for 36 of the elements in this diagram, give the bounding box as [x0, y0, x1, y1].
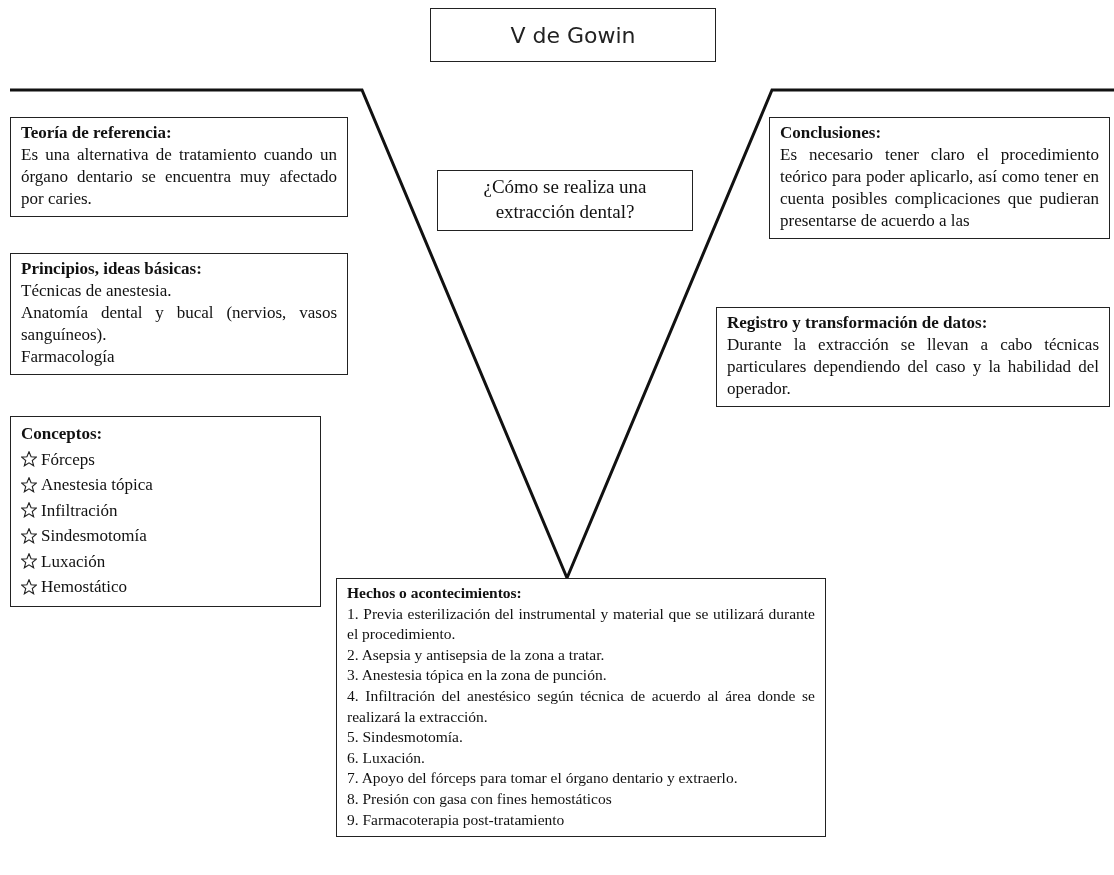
section-heading: Principios, ideas básicas:: [21, 258, 203, 280]
section-heading: Conceptos:: [21, 423, 104, 445]
section-heading: Registro y transformación de datos:: [727, 312, 989, 334]
body-text: Farmacología: [21, 346, 116, 369]
section-heading: Conclusiones:: [780, 122, 883, 144]
body-text: 7. Apoyo del fórceps para tomar el órgano dentario y extraerlo.: [347, 768, 739, 789]
section-box: [10, 253, 348, 376]
concept-item: Fórceps: [41, 448, 95, 471]
concept-item: Hemostático: [41, 576, 127, 598]
concept-item: Sindesmotomía: [41, 525, 147, 547]
section-box: [336, 578, 826, 838]
question-text: ¿Cómo se realiza una extracción dental?: [482, 175, 648, 224]
section-heading: Teoría de referencia:: [21, 122, 173, 144]
concept-item: Anestesia tópica: [41, 474, 153, 496]
body-text: Anatomía dental y bucal (nervios, vasos sanguíneos).: [21, 302, 337, 347]
body-text: Técnicas de anestesia.: [21, 280, 173, 303]
body-text: 5. Sindesmotomía.: [347, 727, 464, 748]
body-text: Es una alternativa de tratamiento cuando un órgano dentario se encuentra muy afectado por caries.: [21, 144, 337, 211]
body-text: 1. Previa esterilización del instrumental y material que se utilizará durante el procedimiento.: [347, 603, 815, 645]
body-text: 9. Farmacoterapia post-tratamiento: [347, 809, 566, 830]
section-heading: Hechos o acontecimientos:: [347, 583, 523, 603]
body-text: Es necesario tener claro el procedimiento teórico para poder aplicarlo, así como tener en cuenta posibles complicaciones que pudieran presentarse de acuerdo a las: [780, 144, 1099, 233]
question-box: [437, 170, 693, 232]
section-box: [10, 117, 348, 218]
body-text: 6. Luxación.: [347, 747, 426, 768]
section-box: [10, 416, 321, 607]
body-text: 3. Anestesia tópica en la zona de punción.: [347, 665, 608, 686]
body-text: Durante la extracción se llevan a cabo técnicas particulares dependiendo del caso y la habilidad del operador.: [727, 334, 1099, 401]
concept-item: Luxación: [41, 550, 106, 573]
body-text: 2. Asepsia y antisepsia de la zona a tratar.: [347, 644, 606, 665]
concept-item: Infiltración: [41, 499, 118, 522]
body-text: 4. Infiltración del anestésico según técnica de acuerdo al área donde se realizará la extracción.: [347, 686, 815, 727]
title-box: V de Gowin: [430, 8, 716, 62]
body-text: 8. Presión con gasa con fines hemostáticos: [347, 789, 613, 810]
section-box: [769, 117, 1110, 240]
section-box: [716, 307, 1110, 408]
